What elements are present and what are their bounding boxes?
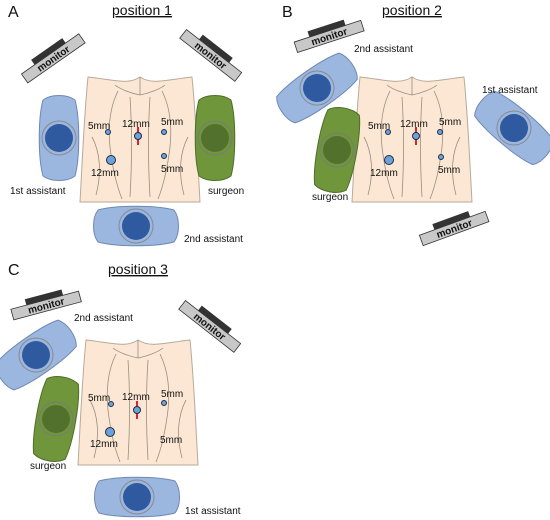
person-top-view-icon bbox=[93, 205, 179, 247]
surgeon-label: surgeon bbox=[208, 186, 244, 197]
ports bbox=[105, 400, 167, 437]
trocar-port-icon bbox=[161, 400, 167, 406]
panel-letter: C bbox=[8, 262, 20, 279]
port-label: 5mm bbox=[438, 165, 460, 176]
panel-letter: A bbox=[8, 4, 19, 21]
trocar-port-icon bbox=[108, 401, 114, 407]
trocar-port-icon bbox=[412, 132, 420, 140]
panel-title: position 3 bbox=[108, 261, 168, 277]
port-label: 5mm bbox=[160, 435, 182, 446]
port-label: 12mm bbox=[122, 119, 150, 130]
trocar-port-icon bbox=[385, 129, 391, 135]
person-top-view-icon bbox=[468, 85, 550, 171]
port-label: 5mm bbox=[88, 121, 110, 132]
panel-a: A position 1 monitor monitor 1st assista… bbox=[8, 2, 246, 247]
second-assistant-label: 2nd assistant bbox=[354, 44, 413, 55]
first-assistant-label: 1st assistant bbox=[482, 85, 538, 96]
monitor-icon: monitor bbox=[179, 24, 246, 82]
second-assistant-label: 2nd assistant bbox=[184, 234, 243, 245]
port-label: 5mm bbox=[368, 121, 390, 132]
surgeon-label: surgeon bbox=[312, 192, 348, 203]
trocar-port-icon bbox=[105, 427, 115, 437]
trocar-port-icon bbox=[437, 129, 443, 135]
first-assistant-label: 1st assistant bbox=[10, 186, 66, 197]
port-label: 12mm bbox=[122, 392, 150, 403]
port-label: 5mm bbox=[88, 393, 110, 404]
trocar-port-icon bbox=[105, 129, 111, 135]
port-label: 12mm bbox=[91, 168, 119, 179]
panel-title: position 2 bbox=[382, 2, 442, 18]
port-label: 12mm bbox=[370, 168, 398, 179]
monitor-icon: monitor bbox=[416, 205, 490, 247]
port-label: 12mm bbox=[90, 439, 118, 450]
port-label: 5mm bbox=[161, 164, 183, 175]
trocar-port-icon bbox=[161, 129, 167, 135]
panel-title: position 1 bbox=[112, 2, 172, 18]
port-label: 5mm bbox=[161, 389, 183, 400]
panel-letter: B bbox=[282, 4, 293, 21]
port-label: 5mm bbox=[161, 117, 183, 128]
person-top-view-icon bbox=[94, 476, 180, 518]
trocar-port-icon bbox=[106, 155, 116, 165]
abdomen bbox=[351, 76, 473, 203]
monitor-icon: monitor bbox=[8, 284, 82, 321]
second-assistant-label: 2nd assistant bbox=[74, 313, 133, 324]
monitor-icon: monitor bbox=[17, 28, 86, 84]
ports bbox=[105, 127, 167, 165]
abdomen bbox=[79, 76, 201, 203]
trocar-port-icon bbox=[134, 132, 142, 140]
port-label: 5mm bbox=[439, 117, 461, 128]
trocar-port-icon bbox=[384, 155, 394, 165]
surgeon-icon bbox=[194, 95, 236, 181]
ports bbox=[384, 127, 444, 165]
panel-c: C position 3 monitor monitor 2nd assista… bbox=[0, 261, 245, 518]
trocar-port-icon bbox=[438, 154, 444, 160]
person-top-view-icon bbox=[38, 95, 80, 181]
trocar-port-icon bbox=[133, 406, 141, 414]
surgeon-icon bbox=[28, 373, 84, 465]
port-label: 12mm bbox=[400, 119, 428, 130]
surgeon-label: surgeon bbox=[30, 461, 66, 472]
first-assistant-label: 1st assistant bbox=[185, 506, 241, 517]
trocar-port-icon bbox=[161, 153, 167, 159]
panel-b: B position 2 monitor monitor 2nd assista… bbox=[270, 2, 550, 247]
